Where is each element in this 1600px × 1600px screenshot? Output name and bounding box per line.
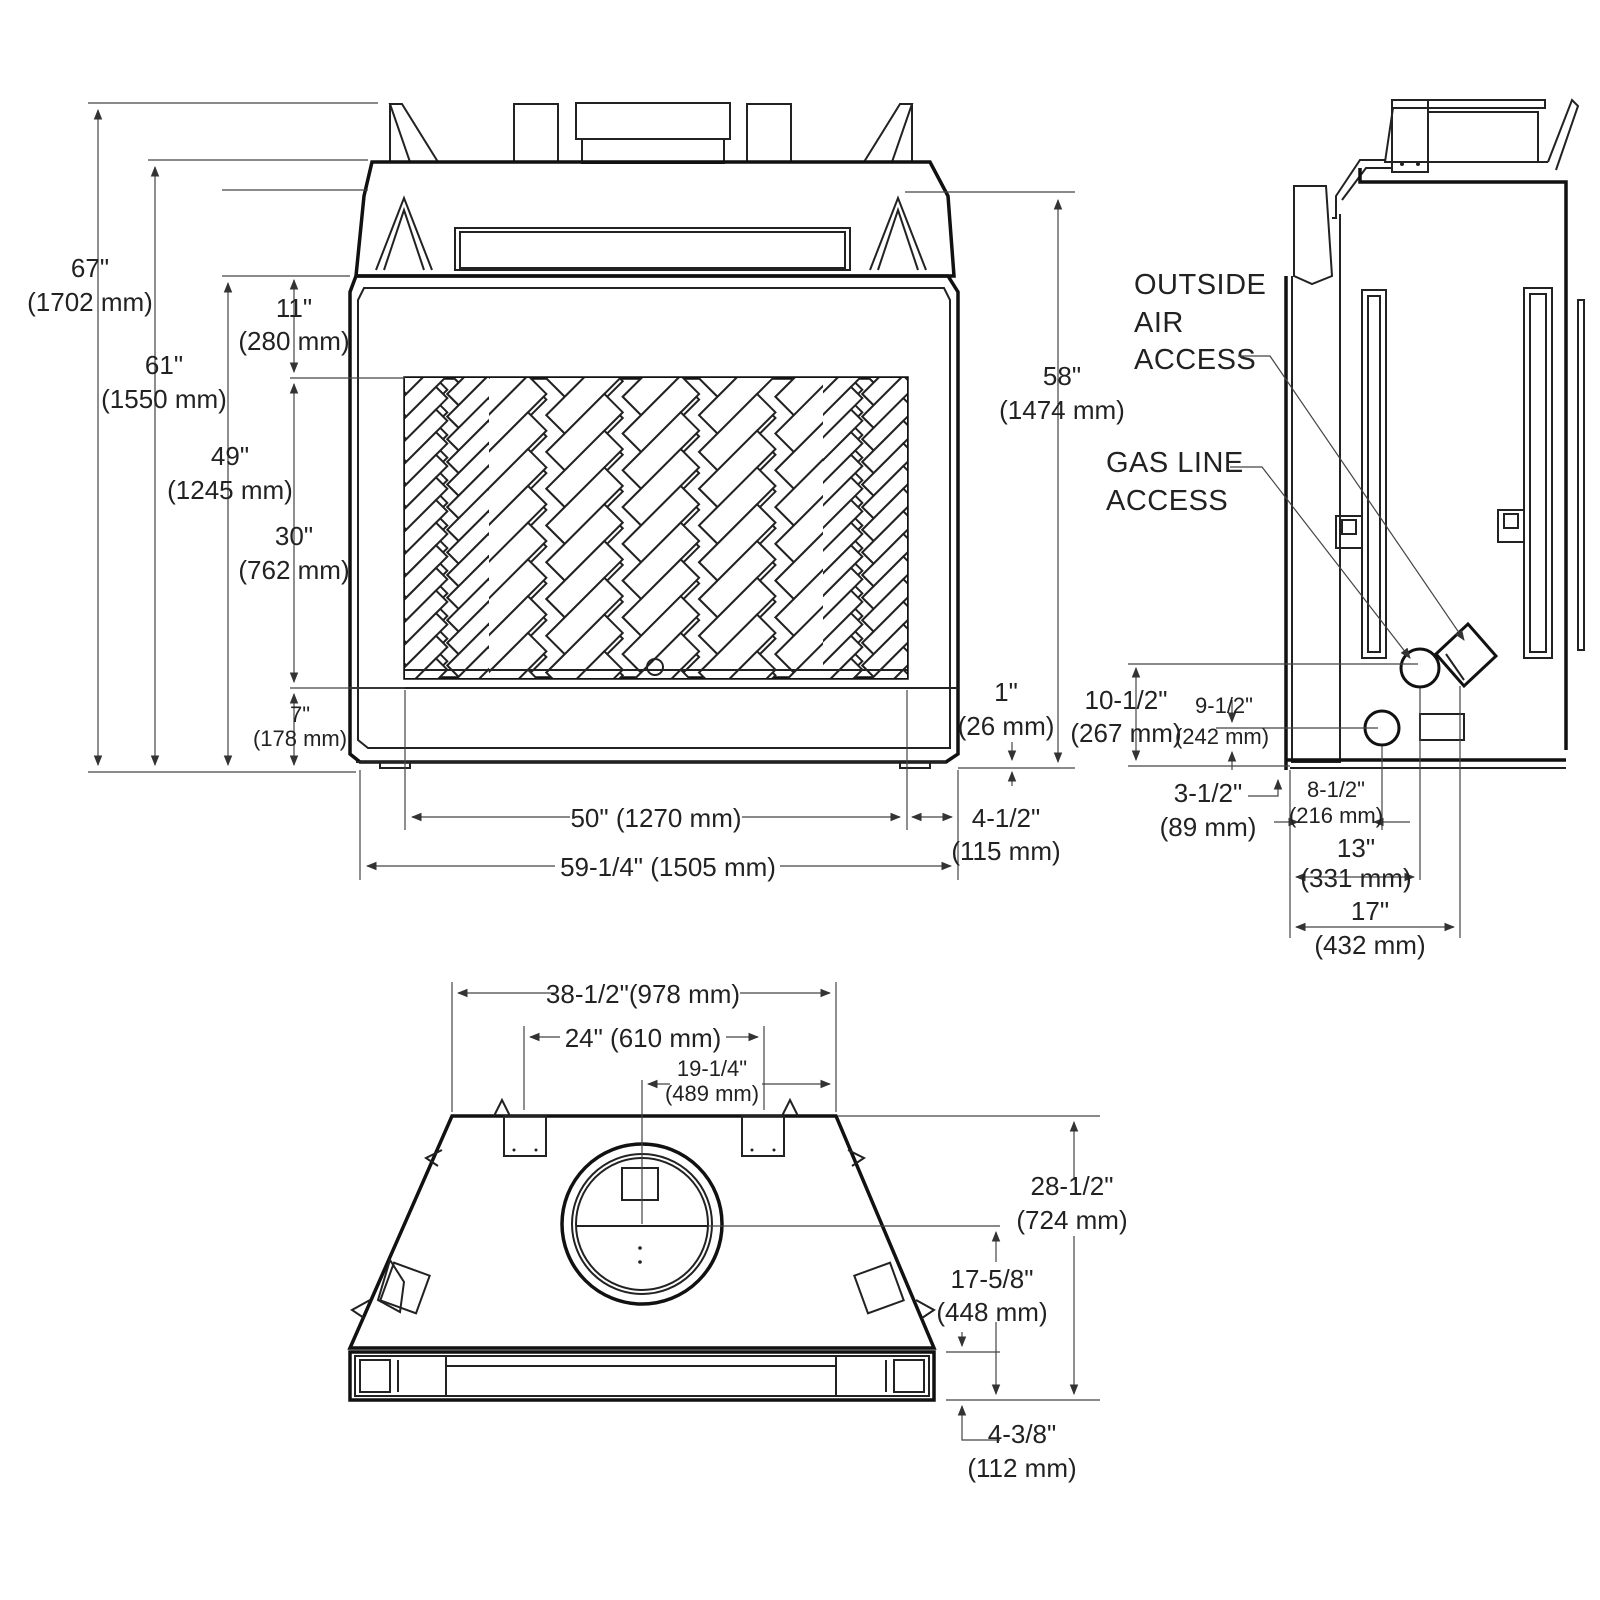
front-off-mm: (112 mm) xyxy=(967,1453,1076,1483)
gas-b-in: 3-1/2" xyxy=(1174,778,1243,808)
height-overall-mm: (1702 mm) xyxy=(27,287,153,317)
header-mm: (280 mm) xyxy=(238,326,349,356)
callout-gas-2: ACCESS xyxy=(1106,485,1228,517)
overall-width: 59-1/4" (1505 mm) xyxy=(560,852,776,882)
flue-off-mm: (489 mm) xyxy=(665,1081,759,1106)
right-h-in: 58" xyxy=(1043,361,1081,391)
top-view xyxy=(347,1097,937,1402)
side-annotations: OUTSIDE AIR ACCESS GAS LINE ACCESS 10-1/… xyxy=(1070,269,1465,960)
depth-in: 17" xyxy=(1351,896,1389,926)
height-frame-in: 49" xyxy=(211,441,249,471)
height-overall-in: 67" xyxy=(71,253,109,283)
height-top-in: 61" xyxy=(145,350,183,380)
front-labels: 67" (1702 mm) 61" (1550 mm) 49" (1245 mm… xyxy=(27,253,1125,882)
opening-h-mm: (762 mm) xyxy=(238,555,349,585)
top-depth-in: 28-1/2" xyxy=(1031,1171,1114,1201)
opening-width: 50" (1270 mm) xyxy=(570,803,741,833)
gas-h-in: 9-1/2" xyxy=(1195,693,1253,718)
air-d-in: 13" xyxy=(1337,833,1375,863)
height-top-mm: (1550 mm) xyxy=(101,384,227,414)
header-in: 11" xyxy=(276,293,312,323)
base-mm: (178 mm) xyxy=(253,726,347,751)
height-frame-mm: (1245 mm) xyxy=(167,475,293,505)
gas-b-mm: (89 mm) xyxy=(1160,812,1257,842)
callout-air-2: AIR xyxy=(1134,307,1184,339)
flue-d-mm: (448 mm) xyxy=(936,1297,1047,1327)
side-off-mm: (115 mm) xyxy=(951,836,1060,866)
gas-d-in: 8-1/2" xyxy=(1307,777,1365,802)
air-h-in: 10-1/2" xyxy=(1085,685,1168,715)
front-off-in: 4-3/8" xyxy=(988,1419,1057,1449)
depth-mm: (432 mm) xyxy=(1314,930,1425,960)
gas-h-mm: (242 mm) xyxy=(1175,724,1269,749)
base-off-in: 1" xyxy=(994,677,1018,707)
side-off-in: 4-1/2" xyxy=(972,803,1041,833)
base-in: 7" xyxy=(290,702,310,727)
air-d-mm: (331 mm) xyxy=(1300,863,1411,893)
callout-gas-1: GAS LINE xyxy=(1106,447,1244,479)
callout-air-3: ACCESS xyxy=(1134,344,1256,376)
callout-air-1: OUTSIDE xyxy=(1134,269,1266,301)
gas-d-mm: (216 mm) xyxy=(1289,803,1383,828)
top-dimensions: 38-1/2"(978 mm) 24" (610 mm) 19-1/4" (48… xyxy=(451,979,1128,1483)
bracket-spacing: 24" (610 mm) xyxy=(565,1023,722,1053)
right-h-mm: (1474 mm) xyxy=(999,395,1125,425)
opening-h-in: 30" xyxy=(275,521,313,551)
front-dimensions xyxy=(88,102,1075,880)
flue-d-in: 17-5/8" xyxy=(951,1264,1034,1294)
top-depth-mm: (724 mm) xyxy=(1016,1205,1127,1235)
rear-width: 38-1/2"(978 mm) xyxy=(546,979,740,1009)
front-view xyxy=(348,102,960,769)
air-h-mm: (267 mm) xyxy=(1070,718,1181,748)
side-view xyxy=(1284,98,1585,770)
base-off-mm: (26 mm) xyxy=(958,711,1055,741)
flue-off-in: 19-1/4" xyxy=(677,1056,747,1081)
